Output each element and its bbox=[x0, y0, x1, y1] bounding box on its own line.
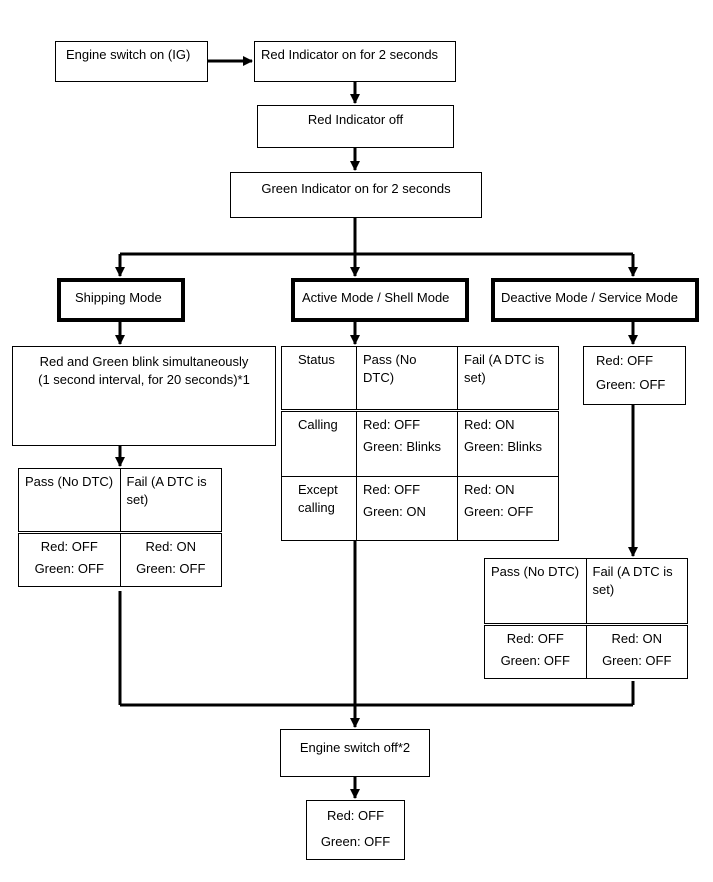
shipping-pass-header: Pass (No DTC) bbox=[25, 474, 114, 489]
active-calling-fail-red: Red: ON bbox=[464, 417, 515, 432]
active-calling-pass-red: Red: OFF bbox=[363, 417, 421, 432]
deactive-status-box: Red: OFF Green: OFF bbox=[583, 346, 686, 405]
blink-box: Red and Green blink simultaneously (1 se… bbox=[12, 346, 276, 446]
blink-line2: (1 second interval, for 20 seconds)*1 bbox=[38, 372, 250, 387]
active-calling-pass-green: Green: Blinks bbox=[363, 439, 442, 454]
deactive-pass-header-cell: Pass (No DTC) bbox=[484, 558, 587, 626]
deactive-status-red: Red: OFF bbox=[596, 353, 654, 368]
shipping-mode-title: Shipping Mode bbox=[75, 290, 162, 305]
active-row-calling-fail: Red: ON Green: Blinks bbox=[457, 410, 559, 477]
shipping-pass-red: Red: OFF bbox=[40, 539, 98, 554]
deactive-pass-green: Green: OFF bbox=[500, 653, 570, 668]
active-row-except-pass: Red: OFF Green: ON bbox=[356, 476, 458, 541]
active-result-table: Status Pass (No DTC) Fail (A DTC is set)… bbox=[281, 346, 559, 541]
shipping-fail-header-cell: Fail (A DTC is set) bbox=[119, 468, 222, 534]
active-row-calling-status: Calling bbox=[281, 410, 357, 477]
active-except-pass-green: Green: ON bbox=[363, 504, 426, 519]
active-except-fail-red: Red: ON bbox=[464, 482, 515, 497]
active-row-except-fail: Red: ON Green: OFF bbox=[457, 476, 559, 541]
shipping-fail-cell: Red: ON Green: OFF bbox=[119, 532, 222, 587]
deactive-fail-header-cell: Fail (A DTC is set) bbox=[585, 558, 688, 626]
green-on-box: Green Indicator on for 2 seconds bbox=[230, 172, 482, 218]
shipping-pass-green: Green: OFF bbox=[34, 561, 104, 576]
active-fail-header: Fail (A DTC is set) bbox=[464, 352, 545, 385]
final-status-box: Red: OFF Green: OFF bbox=[306, 800, 405, 860]
final-red: Red: OFF bbox=[326, 808, 385, 823]
active-fail-header-cell: Fail (A DTC is set) bbox=[457, 346, 559, 412]
engine-on-label: Engine switch on (IG) bbox=[66, 47, 191, 62]
deactive-mode-box: Deactive Mode / Service Mode bbox=[491, 278, 699, 322]
active-pass-header-cell: Pass (No DTC) bbox=[356, 346, 458, 412]
final-green: Green: OFF bbox=[320, 834, 391, 849]
deactive-pass-red: Red: OFF bbox=[506, 631, 564, 646]
shipping-result-table: Pass (No DTC) Fail (A DTC is set) Red: O… bbox=[18, 468, 222, 587]
deactive-pass-header: Pass (No DTC) bbox=[491, 564, 580, 579]
red-on-label: Red Indicator on for 2 seconds bbox=[261, 47, 439, 62]
active-except-fail-green: Green: OFF bbox=[464, 504, 534, 519]
active-mode-box: Active Mode / Shell Mode bbox=[291, 278, 469, 322]
deactive-status-green: Green: OFF bbox=[596, 377, 666, 392]
shipping-pass-cell: Red: OFF Green: OFF bbox=[18, 532, 121, 587]
engine-on-box: Engine switch on (IG) bbox=[55, 41, 208, 82]
active-row-except-status: Except calling bbox=[281, 476, 357, 541]
red-off-box: Red Indicator off bbox=[257, 105, 454, 148]
active-calling-fail-green: Green: Blinks bbox=[464, 439, 543, 454]
deactive-pass-cell: Red: OFF Green: OFF bbox=[484, 624, 587, 679]
active-mode-title: Active Mode / Shell Mode bbox=[302, 290, 450, 305]
active-status-header-cell: Status bbox=[281, 346, 357, 412]
active-except-pass-red: Red: OFF bbox=[363, 482, 421, 497]
active-row-calling-pass: Red: OFF Green: Blinks bbox=[356, 410, 458, 477]
shipping-fail-header: Fail (A DTC is set) bbox=[126, 474, 207, 507]
deactive-fail-green: Green: OFF bbox=[602, 653, 672, 668]
red-off-label: Red Indicator off bbox=[307, 112, 404, 127]
deactive-result-table: Pass (No DTC) Fail (A DTC is set) Red: O… bbox=[484, 558, 688, 679]
red-on-box: Red Indicator on for 2 seconds bbox=[254, 41, 456, 82]
deactive-fail-red: Red: ON bbox=[611, 631, 663, 646]
deactive-fail-cell: Red: ON Green: OFF bbox=[585, 624, 688, 679]
engine-off-box: Engine switch off*2 bbox=[280, 729, 430, 777]
active-pass-header: Pass (No DTC) bbox=[363, 352, 417, 385]
deactive-fail-header: Fail (A DTC is set) bbox=[592, 564, 673, 597]
shipping-fail-red: Red: ON bbox=[145, 539, 197, 554]
engine-off-label: Engine switch off*2 bbox=[299, 740, 411, 755]
green-on-label: Green Indicator on for 2 seconds bbox=[261, 181, 451, 196]
deactive-mode-title: Deactive Mode / Service Mode bbox=[501, 290, 679, 305]
shipping-mode-box: Shipping Mode bbox=[57, 278, 185, 322]
shipping-pass-header-cell: Pass (No DTC) bbox=[18, 468, 121, 534]
blink-line1: Red and Green blink simultaneously bbox=[39, 354, 249, 369]
shipping-fail-green: Green: OFF bbox=[136, 561, 206, 576]
active-status-header: Status bbox=[298, 352, 335, 367]
